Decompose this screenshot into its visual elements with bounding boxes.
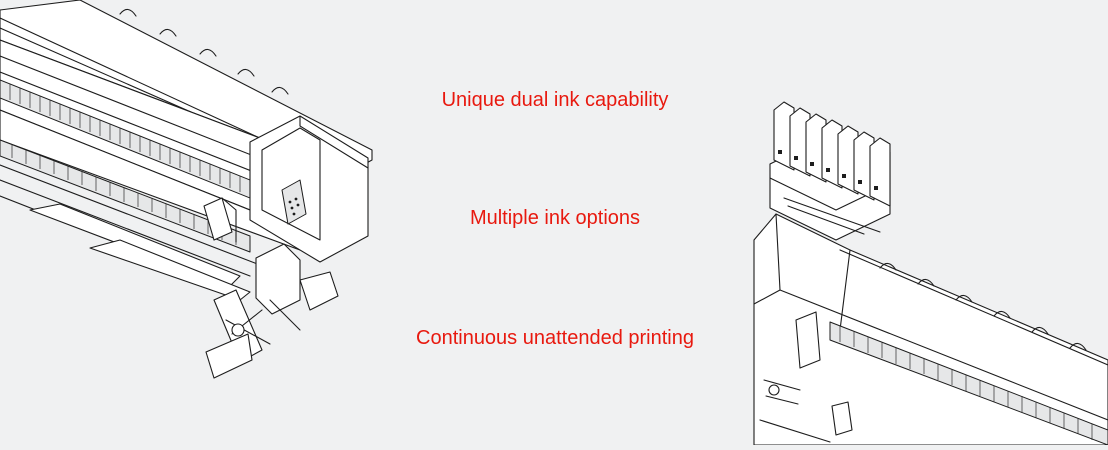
printer-left-illustration — [0, 0, 380, 445]
printer-right-illustration — [740, 90, 1108, 446]
feature-list: Unique dual ink capability Multiple ink … — [380, 0, 730, 445]
feature-dual-ink: Unique dual ink capability — [441, 89, 669, 111]
feature-multiple-ink-options: Multiple ink options — [469, 207, 641, 229]
feature-continuous-printing: Continuous unattended printing — [416, 327, 694, 349]
